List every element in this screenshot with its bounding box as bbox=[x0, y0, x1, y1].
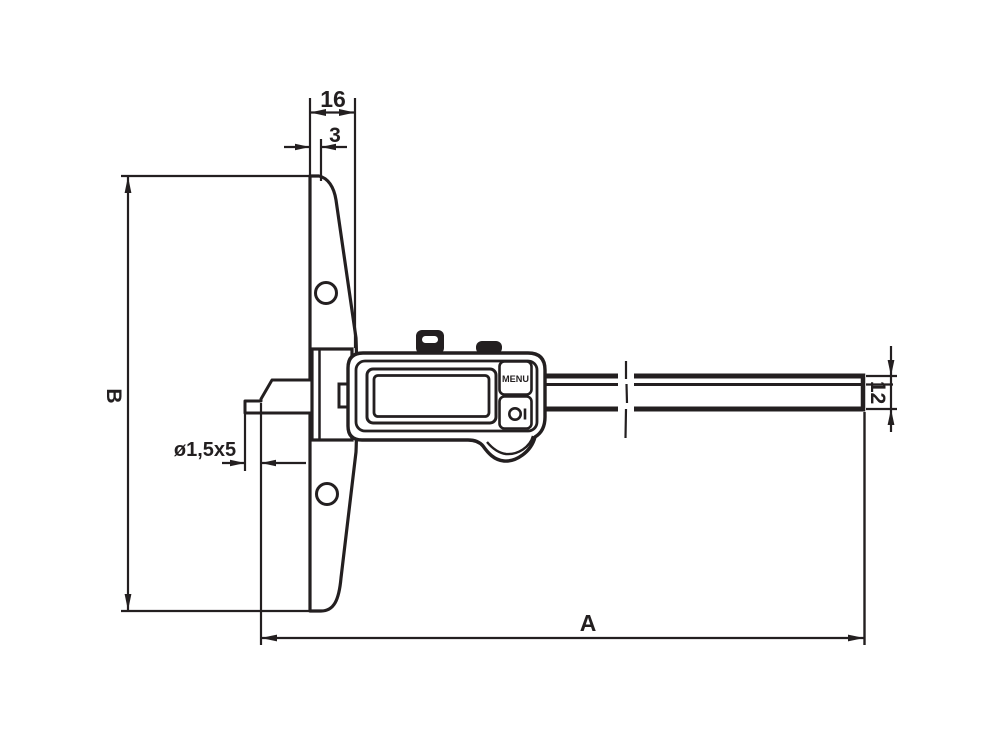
beam-break-symbol bbox=[618, 361, 634, 439]
dimension-base-edge: 3 bbox=[284, 124, 347, 181]
clamp-knob bbox=[416, 330, 444, 354]
body-bulge-inner-line bbox=[486, 435, 535, 456]
lcd-screen bbox=[372, 374, 491, 418]
dim-label-16: 16 bbox=[320, 86, 346, 112]
dimension-base-height: B bbox=[102, 174, 312, 613]
dim-label-A: A bbox=[580, 610, 597, 636]
beam bbox=[540, 373, 866, 412]
display-bezel bbox=[354, 359, 539, 433]
dimension-base-thickness: 16 bbox=[308, 86, 357, 348]
top-bump bbox=[476, 341, 502, 354]
dim-label-probe: ø1,5x5 bbox=[174, 439, 236, 461]
clamp-knob-slot bbox=[422, 336, 438, 343]
dim-label-3: 3 bbox=[329, 124, 341, 147]
dimension-beam-height: 12 bbox=[866, 346, 897, 432]
dim-label-B: B bbox=[102, 388, 125, 403]
mounting-hole-top bbox=[314, 281, 338, 305]
dimension-probe-tip: ø1,5x5 bbox=[174, 439, 306, 467]
menu-button bbox=[498, 360, 533, 396]
power-button bbox=[498, 395, 533, 430]
display-body: MENU bbox=[346, 351, 547, 463]
mounting-hole-bottom bbox=[315, 482, 339, 506]
dim-label-12: 12 bbox=[866, 381, 889, 404]
dimension-beam-length: A bbox=[261, 412, 866, 645]
menu-button-label: MENU bbox=[502, 374, 529, 385]
depth-rod-with-probe-pin bbox=[243, 378, 314, 415]
power-on-off-icon bbox=[507, 406, 527, 421]
